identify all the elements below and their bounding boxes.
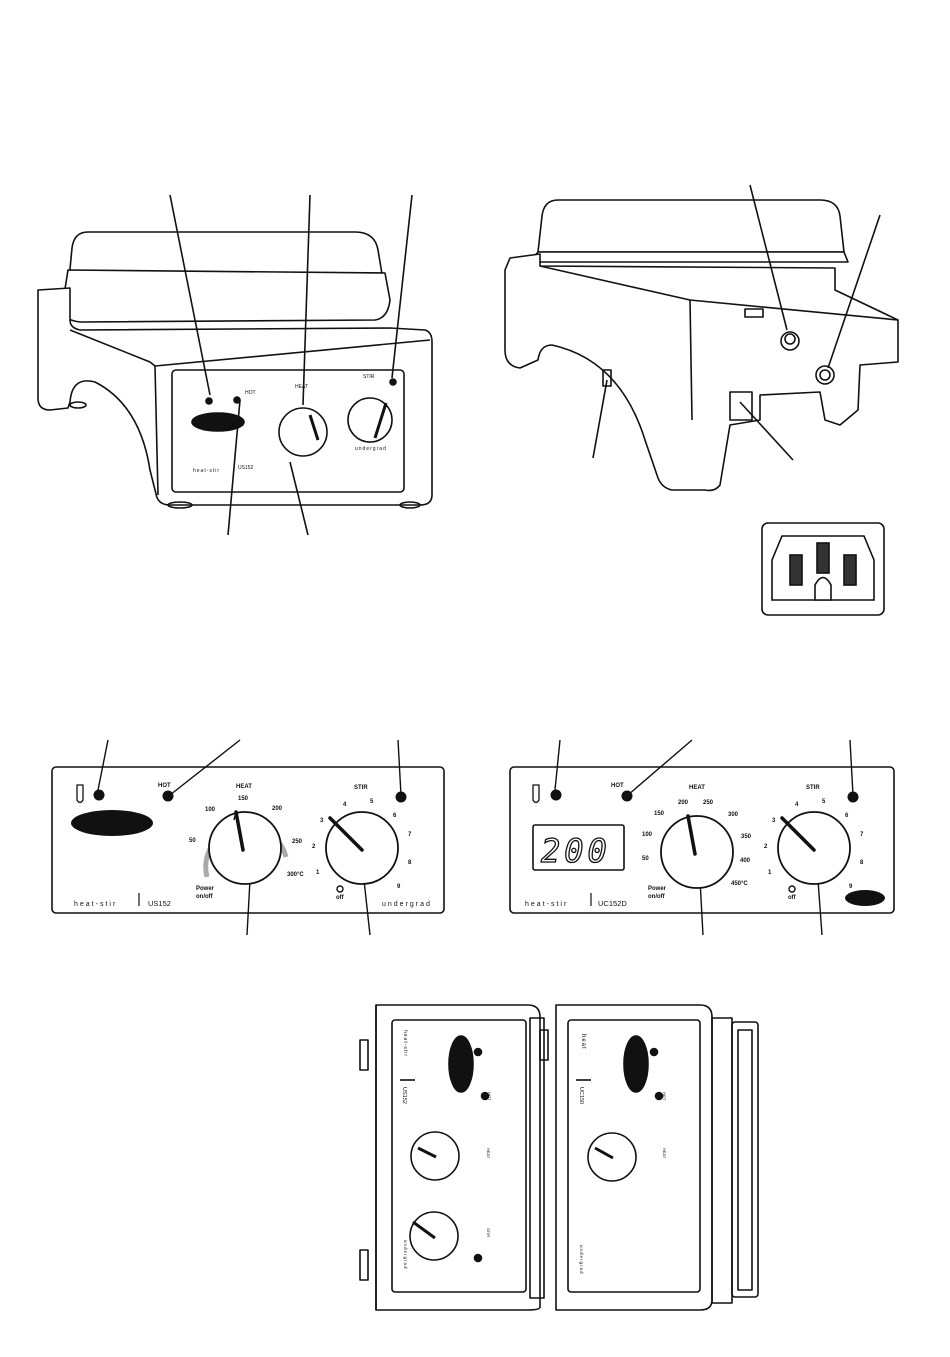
- model-label-right: UC150: [578, 1087, 584, 1104]
- uc152d-panel: HOT HEAT STIR 200 off 50 100 150 200 250…: [509, 739, 895, 936]
- heat-scale-250: 250: [292, 839, 303, 845]
- stir-label: STIR: [354, 785, 368, 791]
- indicator-light: [93, 789, 105, 801]
- hot-label: HOT: [611, 783, 624, 789]
- stir-scale-8: 8: [860, 860, 864, 866]
- heat-label-left: HEAT: [486, 1148, 491, 1159]
- heat-knob[interactable]: [660, 815, 734, 889]
- stir-indicator-light: [395, 791, 407, 803]
- off-marker: [788, 885, 796, 893]
- heat-scale-100: 100: [205, 807, 216, 813]
- heat-label: HEAT: [236, 784, 252, 790]
- stir-scale-9: 9: [397, 884, 401, 890]
- heat-scale-250: 250: [703, 800, 714, 806]
- us152-panel: stuart HOT HEAT STIR off 50 100 150 200 …: [51, 739, 445, 936]
- stir-scale-8: 8: [408, 860, 412, 866]
- stir-scale-6: 6: [393, 813, 397, 819]
- heat-scale-450: 450°C: [731, 881, 748, 887]
- model-label: US152: [238, 465, 254, 471]
- hot-indicator-light: [621, 790, 633, 802]
- stir-scale-5: 5: [370, 799, 374, 805]
- brand-logo: [845, 890, 885, 906]
- brand-logo: [71, 810, 153, 836]
- heat-scale-150: 150: [238, 796, 249, 802]
- hotplate-front-labels: stuart HOT HEAT STIR heat-stir US152 und…: [193, 374, 387, 474]
- stir-scale-1: 1: [768, 870, 772, 876]
- hot-label: HOT: [158, 783, 171, 789]
- heat-scale-50: 50: [642, 856, 649, 862]
- display-value: 200: [541, 832, 611, 870]
- stir-scale-6: 6: [845, 813, 849, 819]
- stir-label-left: STIR: [486, 1228, 491, 1237]
- stir-scale-7: 7: [860, 832, 864, 838]
- units-top-view-labels: stuart stuart heat-stir heat US152 UC150…: [401, 1030, 667, 1275]
- heat-scale-200: 200: [272, 806, 283, 812]
- power-inlet-inset: [761, 522, 885, 616]
- model-label-left: US152: [401, 1087, 407, 1104]
- thermometer-icon: [76, 784, 84, 804]
- range-label: undergrad: [382, 901, 432, 908]
- series-label-right: heat: [580, 1034, 586, 1050]
- heat-label: HEAT: [689, 785, 705, 791]
- power-label-2: on/off: [196, 894, 214, 900]
- power-label-2: on/off: [648, 894, 666, 900]
- series-label: heat-stir: [74, 901, 117, 908]
- off-label: off: [788, 895, 797, 901]
- heat-label: HEAT: [295, 384, 308, 390]
- brand-logo-text: stuart: [85, 813, 135, 833]
- stir-scale-1: 1: [316, 870, 320, 876]
- heat-scale-400: 400: [740, 858, 751, 864]
- heat-label-right: HEAT: [662, 1148, 667, 1159]
- model-label: US152: [148, 899, 171, 908]
- range-label: undergrad: [355, 446, 387, 452]
- thermometer-icon: [532, 784, 540, 804]
- heat-scale-100: 100: [642, 832, 653, 838]
- units-top-view: [359, 1004, 759, 1311]
- hot-indicator-light: [162, 790, 174, 802]
- heat-scale-300: 300: [728, 812, 739, 818]
- series-label: heat-stir: [525, 901, 568, 908]
- stir-scale-3: 3: [320, 818, 324, 824]
- off-marker: [336, 885, 344, 893]
- stir-scale-3: 3: [772, 818, 776, 824]
- stir-scale-2: 2: [312, 844, 316, 850]
- brand-logo-text-left: stuart: [453, 1040, 467, 1073]
- heat-knob[interactable]: [208, 811, 282, 885]
- stir-scale-9: 9: [849, 884, 853, 890]
- hot-label-left: HOT: [487, 1092, 492, 1101]
- stir-scale-4: 4: [343, 802, 347, 808]
- series-label: heat-stir: [193, 468, 220, 474]
- heat-scale-200: 200: [678, 800, 689, 806]
- brand-logo-text: stuart: [851, 894, 876, 904]
- heat-scale-300: 300°C: [287, 872, 304, 878]
- model-label: UC152D: [598, 899, 627, 908]
- heat-scale-50: 50: [189, 838, 196, 844]
- off-label: off: [336, 895, 345, 901]
- stir-scale-2: 2: [764, 844, 768, 850]
- indicator-light: [550, 789, 562, 801]
- heat-scale-350: 350: [741, 834, 752, 840]
- power-label-1: Power: [648, 886, 667, 892]
- hot-label-right: HOT: [662, 1092, 667, 1101]
- hotplate-rear-view: [504, 184, 899, 492]
- stir-label: STIR: [363, 374, 375, 380]
- hot-label: HOT: [245, 390, 256, 396]
- range-label-left: undergrad: [403, 1240, 408, 1270]
- stir-scale-4: 4: [795, 802, 799, 808]
- brand-logo-text-right: stuart: [628, 1040, 642, 1073]
- brand-logo-text: stuart: [213, 417, 244, 429]
- power-label-1: Power: [196, 886, 215, 892]
- stir-scale-5: 5: [822, 799, 826, 805]
- hotplate-front-view: [37, 194, 433, 536]
- heat-scale-150: 150: [654, 811, 665, 817]
- temperature-display: [532, 824, 625, 871]
- stir-indicator-light: [847, 791, 859, 803]
- stir-scale-7: 7: [408, 832, 412, 838]
- stir-label: STIR: [806, 785, 820, 791]
- series-label-left: heat-stir: [402, 1030, 408, 1057]
- range-label-right: undergrad: [579, 1245, 584, 1275]
